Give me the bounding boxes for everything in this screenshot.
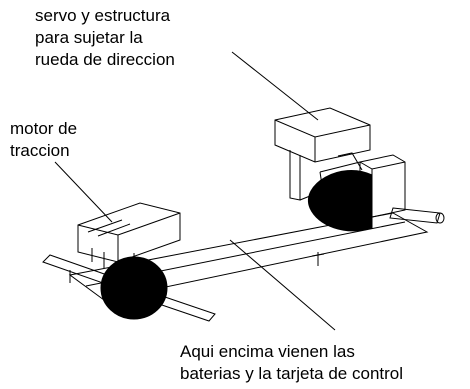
servo-label-line-3: rueda de direccion: [35, 50, 175, 69]
traction-motor-box: [77, 202, 181, 268]
servo-leader-line: [231, 51, 319, 121]
motor-label-line-1: motor de: [10, 119, 78, 138]
base-label-line-2: baterias y la tarjeta de control: [180, 364, 404, 383]
base-leader-line: [229, 239, 336, 331]
servo-label: servo y estructura para sujetar la rueda…: [35, 5, 175, 71]
chassis-details: [311, 252, 325, 266]
servo-structure: [274, 107, 371, 201]
rear-wheel: [100, 253, 168, 320]
motor-label: motor de traccion: [10, 118, 77, 162]
front-wheel: [307, 170, 373, 232]
servo-label-line-2: para sujetar la: [35, 28, 143, 47]
servo-label-line-1: servo y estructura: [35, 6, 171, 25]
base-label-line-1: Aqui encima vienen las: [180, 342, 355, 361]
front-axle: [389, 207, 445, 224]
motor-leader-line: [54, 161, 113, 223]
motor-label-line-2: traccion: [10, 141, 70, 160]
base-label: Aqui encima vienen las baterias y la tar…: [180, 341, 403, 385]
